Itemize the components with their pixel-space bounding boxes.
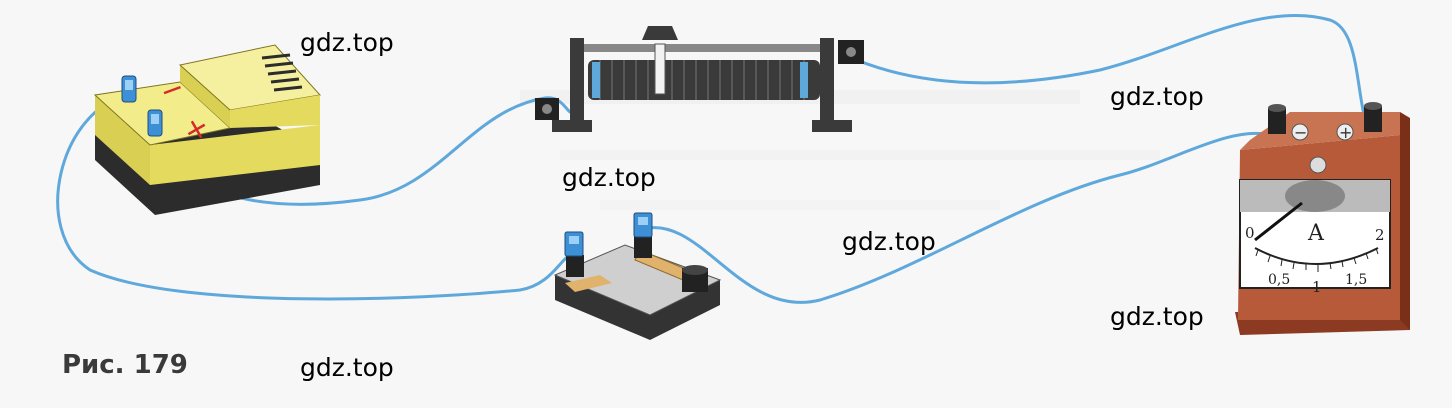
scale-label-0: 0 [1245, 224, 1255, 242]
watermark-2: gdz.top [1110, 82, 1204, 111]
ammeter-scale-ticks [1255, 247, 1379, 272]
scale-label-0-5: 0,5 [1268, 272, 1290, 288]
ammeter-unit-label: A [1307, 221, 1325, 246]
scale-label-1-5: 1,5 [1345, 272, 1367, 288]
watermark-5: gdz.top [1110, 302, 1204, 331]
switch-right-post [633, 212, 653, 258]
ammeter-left-terminal [1268, 104, 1286, 134]
ammeter: − + A 0 0,5 1 1,5 2 [1235, 102, 1410, 335]
watermark-4: gdz.top [842, 227, 936, 256]
power-source: − + [93, 44, 321, 215]
ammeter-right-terminal [1364, 102, 1382, 132]
rheostat-coil [588, 60, 820, 100]
rheostat-slider [642, 26, 678, 95]
wire-source-minus-to-switch [56, 93, 572, 301]
switch-knob [682, 265, 708, 292]
ammeter-minus-symbol: − [1294, 123, 1307, 142]
switch-left-post [564, 231, 584, 277]
switch [553, 212, 722, 340]
wire-switch-to-ammeter [638, 132, 1272, 304]
vent-slots [261, 53, 303, 92]
watermark-1: gdz.top [300, 28, 394, 57]
rheostat [535, 26, 864, 132]
scale-label-2: 2 [1375, 226, 1385, 244]
ammeter-scale-arc [1254, 247, 1379, 265]
watermark-6: gdz.top [300, 353, 394, 382]
scale-label-1: 1 [1312, 278, 1322, 296]
rheostat-right-terminal [838, 40, 864, 64]
ammeter-plus-symbol: + [1339, 123, 1352, 142]
watermark-3: gdz.top [562, 163, 656, 192]
rheostat-left-terminal [535, 98, 559, 120]
ammeter-needle [1254, 201, 1303, 242]
figure-caption: Рис. 179 [62, 350, 188, 380]
minus-terminal-clip [121, 75, 137, 103]
wire-rheostat-to-ammeter [843, 13, 1370, 132]
plus-terminal-clip [147, 109, 163, 137]
